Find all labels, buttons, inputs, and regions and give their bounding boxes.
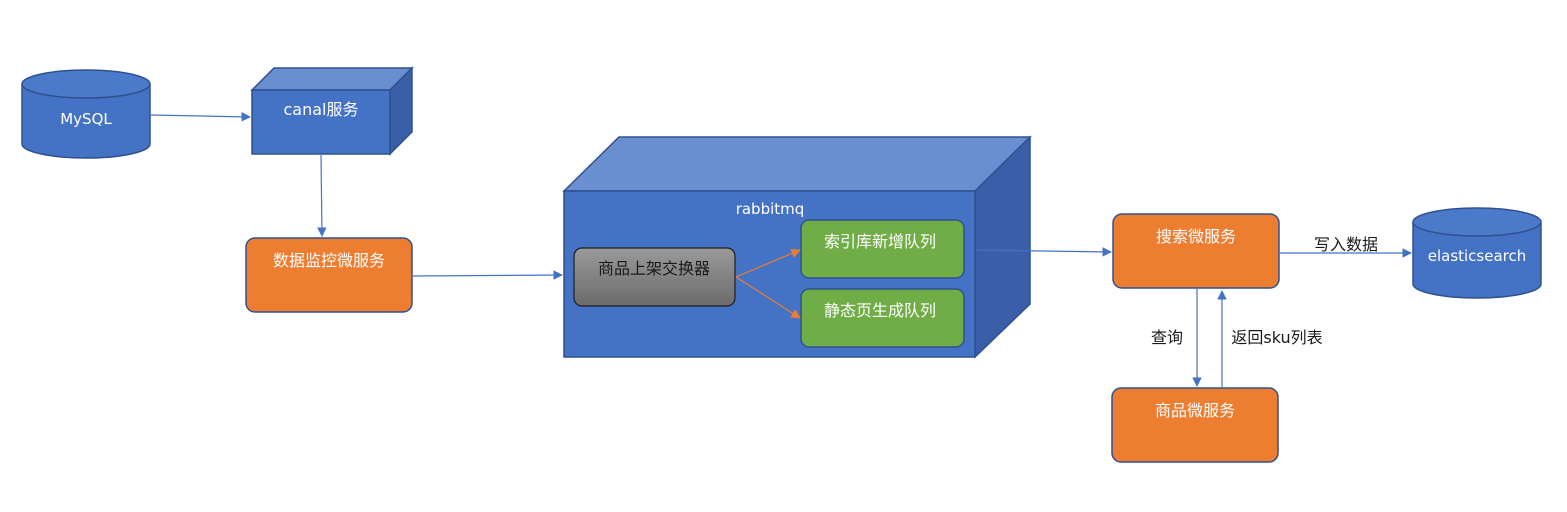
search-service[interactable]: 搜索微服务	[1112, 213, 1280, 289]
data-monitor-service[interactable]: 数据监控微服务	[245, 237, 413, 313]
product-service-label: 商品微服务	[1155, 401, 1235, 420]
exchange-label: 商品上架交换器	[598, 259, 710, 278]
edge-rabbitmq-to-search	[975, 247, 1112, 257]
product-listing-exchange[interactable]: 商品上架交换器	[573, 247, 736, 307]
canal-label: canal服务	[284, 100, 359, 119]
edge-exchange-to-index-queue	[735, 248, 801, 278]
mysql-database[interactable]: MySQL	[21, 69, 151, 159]
edge-monitor-to-rabbitmq	[412, 270, 563, 280]
index-add-queue[interactable]: 索引库新增队列	[800, 219, 965, 279]
elasticsearch-label: elasticsearch	[1428, 247, 1527, 265]
canal-service[interactable]: canal服务	[250, 66, 414, 156]
product-service[interactable]: 商品微服务	[1111, 387, 1279, 463]
elasticsearch-database[interactable]: elasticsearch	[1412, 207, 1542, 299]
edge-mysql-to-canal	[150, 112, 251, 122]
rabbitmq-label: rabbitmq	[736, 200, 805, 218]
edge-label-query: 查询	[1151, 328, 1183, 347]
edge-canal-to-monitor	[317, 154, 327, 237]
static-queue-label: 静态页生成队列	[824, 301, 936, 320]
static-page-queue[interactable]: 静态页生成队列	[800, 288, 965, 348]
data-monitor-label: 数据监控微服务	[273, 251, 385, 270]
edge-label-return-sku: 返回sku列表	[1231, 328, 1322, 347]
search-service-label: 搜索微服务	[1156, 227, 1236, 246]
mysql-label: MySQL	[60, 110, 112, 128]
edge-exchange-to-static-queue	[735, 276, 801, 319]
edge-label-write-data: 写入数据	[1314, 235, 1378, 254]
index-queue-label: 索引库新增队列	[824, 232, 936, 251]
